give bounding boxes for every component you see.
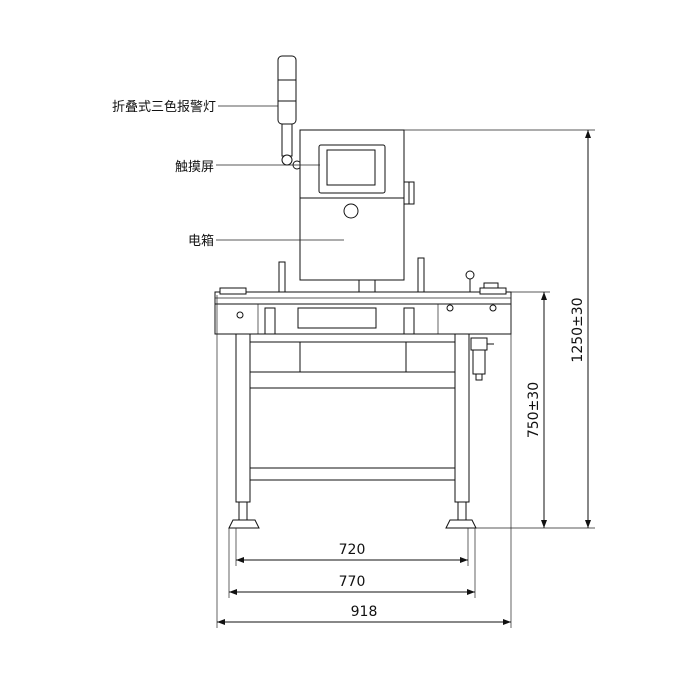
air-filter <box>470 337 494 381</box>
lower-frame <box>228 333 477 529</box>
label-warning-light: 折叠式三色报警灯 <box>112 99 216 115</box>
horizontal-dimensions <box>216 295 512 628</box>
dim-770: 770 <box>339 574 366 590</box>
label-touch-screen: 触摸屏 <box>175 160 214 175</box>
touch-screen <box>318 144 386 194</box>
dim-1250: 1250±30 <box>570 297 586 362</box>
dim-750: 750±30 <box>526 382 542 438</box>
warning-light-tower <box>277 55 302 170</box>
vertical-dimensions <box>404 129 595 529</box>
label-leaders <box>216 105 344 241</box>
dim-918: 918 <box>351 604 378 620</box>
conveyor <box>214 287 512 339</box>
label-electric-box: 电箱 <box>188 233 214 249</box>
dim-720: 720 <box>339 542 366 558</box>
